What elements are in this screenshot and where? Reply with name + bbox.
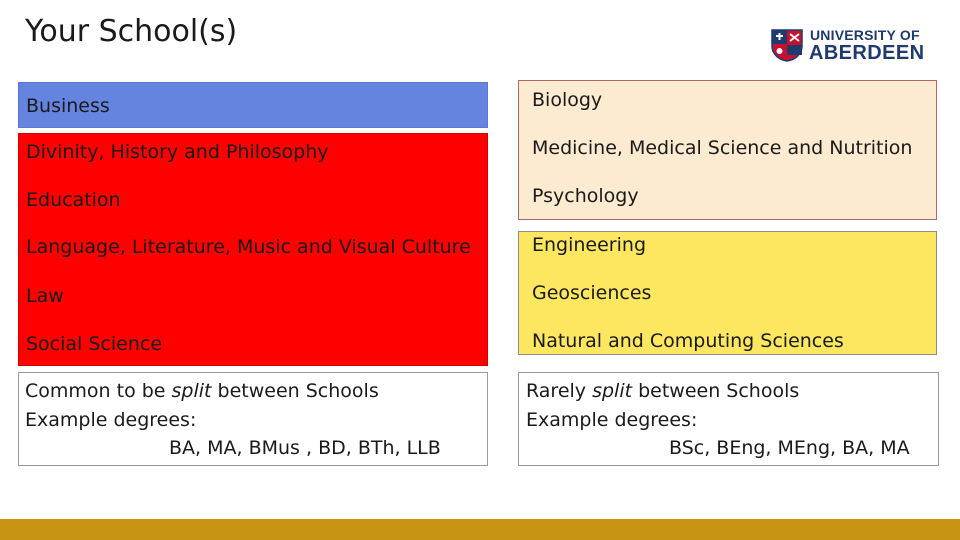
bottom-accent-bar	[0, 519, 960, 540]
left-note-line1: Common to be split between Schools	[25, 377, 481, 406]
school-language-literature-music: Language, Literature, Music and Visual C…	[26, 236, 471, 258]
school-education: Education	[26, 189, 121, 211]
left-note-degrees: BA, MA, BMus , BD, BTh, LLB	[169, 437, 441, 459]
red-school-group	[18, 133, 488, 366]
school-divinity-history-philosophy: Divinity, History and Philosophy	[26, 141, 329, 163]
university-crest-icon	[771, 29, 803, 62]
page-title: Your School(s)	[25, 14, 238, 49]
school-business: Business	[26, 95, 110, 117]
school-law: Law	[26, 285, 64, 307]
university-logo: UNIVERSITY OF ABERDEEN	[770, 26, 924, 66]
left-note-prefix: Common to be	[25, 380, 172, 402]
school-biology: Biology	[532, 89, 603, 111]
school-natural-computing: Natural and Computing Sciences	[532, 330, 844, 352]
right-note-box: Rarely split between Schools Example deg…	[518, 372, 939, 466]
right-note-emphasis: split	[592, 380, 633, 402]
yellow-school-group	[518, 231, 937, 355]
right-note-line1: Rarely split between Schools	[526, 377, 931, 406]
school-engineering: Engineering	[532, 234, 646, 256]
left-note-line2: Example degrees:	[25, 408, 197, 431]
left-note-box: Common to be split between Schools Examp…	[18, 372, 488, 466]
school-social-science: Social Science	[26, 333, 163, 355]
right-note-degrees: BSc, BEng, MEng, BA, MA	[669, 437, 910, 459]
right-note-suffix: between Schools	[632, 380, 800, 402]
school-geosciences: Geosciences	[532, 282, 652, 304]
left-note-emphasis: split	[171, 380, 212, 402]
blue-school-group	[18, 82, 488, 128]
beige-school-group	[518, 80, 937, 220]
school-medicine: Medicine, Medical Science and Nutrition	[532, 137, 913, 159]
right-note-line2: Example degrees:	[526, 408, 698, 431]
school-psychology: Psychology	[532, 185, 639, 207]
right-note-prefix: Rarely	[526, 380, 593, 402]
logo-text-university-of: UNIVERSITY OF	[810, 27, 920, 43]
left-note-suffix: between Schools	[211, 380, 379, 402]
logo-text-aberdeen: ABERDEEN	[809, 42, 925, 64]
